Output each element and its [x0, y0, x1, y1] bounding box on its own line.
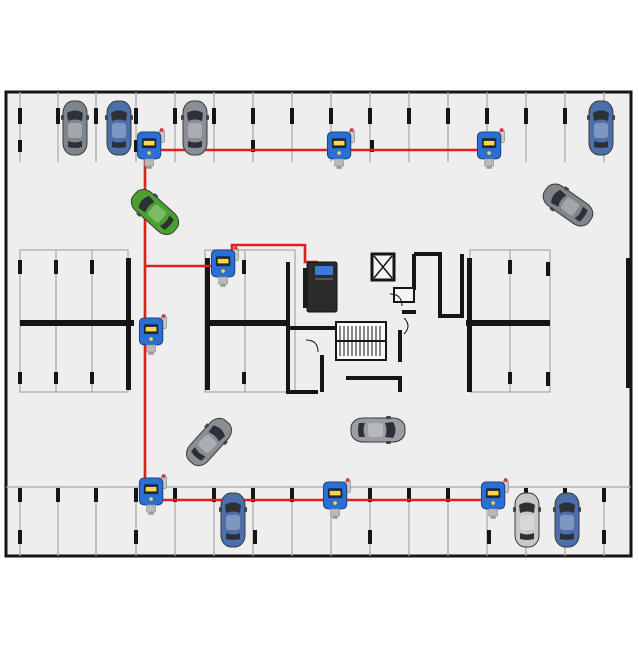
- right-stall-block: [466, 249, 551, 393]
- car-icon: [586, 100, 616, 156]
- car-icon: [104, 100, 134, 156]
- car-icon: [180, 100, 210, 156]
- elevator-icon: [370, 252, 415, 303]
- car-icon: [512, 492, 542, 548]
- car-icon: [552, 492, 582, 548]
- wall-ticks-top: [18, 108, 606, 152]
- car-icon: [60, 100, 90, 156]
- left-stall-block: [18, 249, 134, 393]
- car-icon: [218, 492, 248, 548]
- staircase-icon: [335, 321, 387, 361]
- gas-alarm-controller-icon: [303, 261, 338, 313]
- stair-core: [286, 252, 464, 394]
- car-icon: [350, 415, 406, 445]
- center-stall-block: [204, 249, 296, 393]
